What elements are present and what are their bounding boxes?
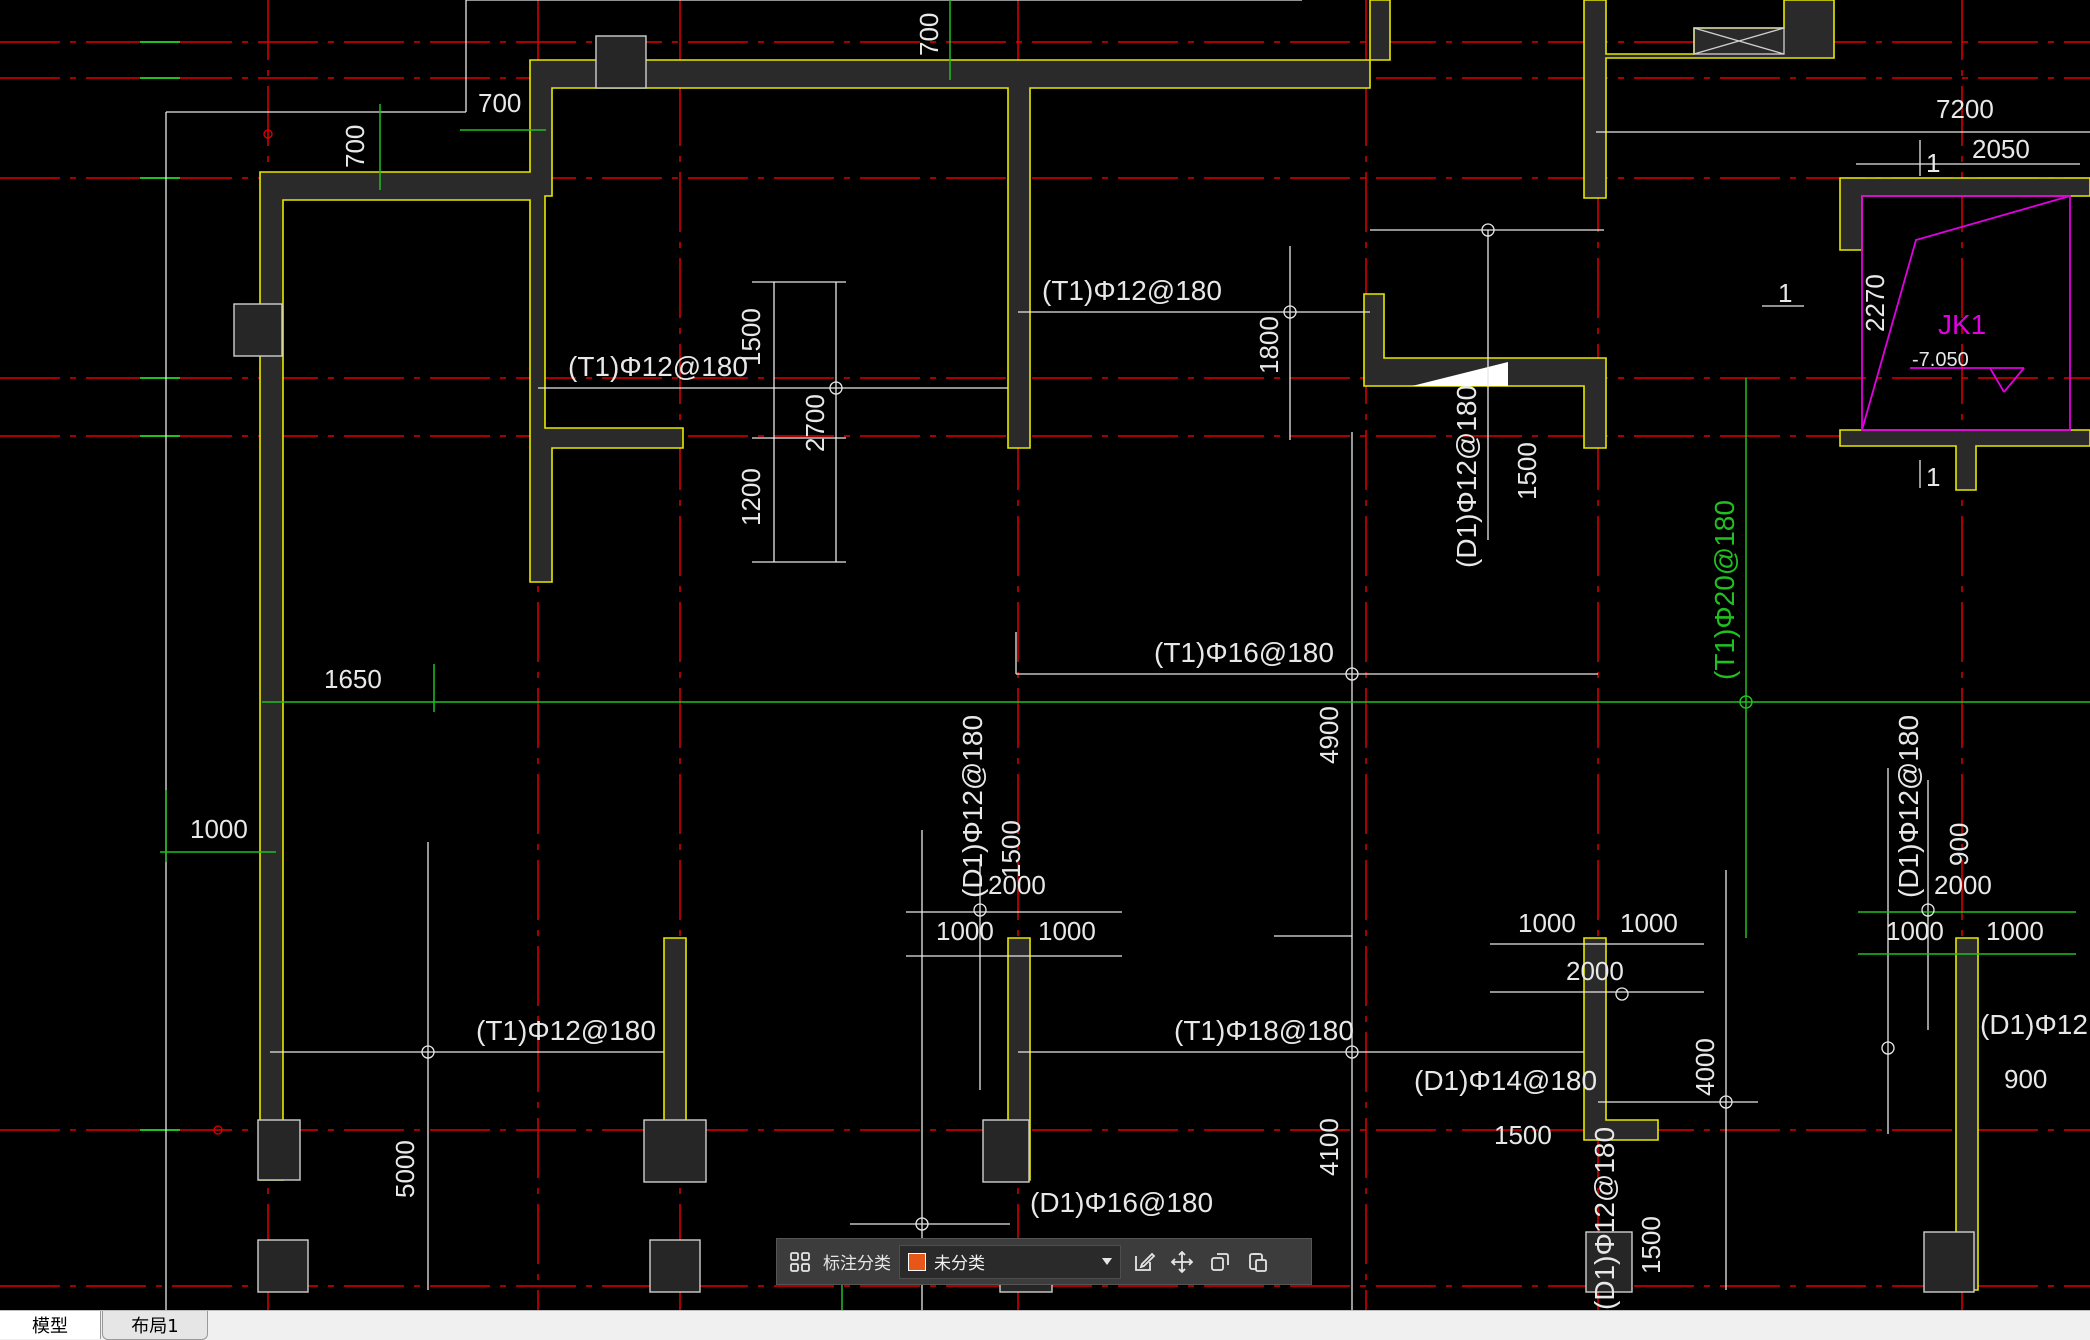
section-label-top: 1 — [1926, 148, 1940, 178]
dimension-lines — [165, 0, 2090, 1310]
section-marks — [1762, 140, 1921, 488]
dim-1500-b: 1500 — [1512, 442, 1542, 500]
rebar-label-12: (D1)Φ12@180 — [1893, 715, 1924, 898]
axis-ticks — [140, 41, 180, 1131]
green-dimensions — [160, 0, 2090, 1310]
opening-symbol — [1693, 27, 1785, 55]
layout-tab-bar: 模型 布局1 — [0, 1310, 2090, 1340]
green-dim-texts: 1650 1000 1000 1000 — [190, 664, 2044, 946]
rebar-label-5: (T1)Φ20@180 — [1709, 500, 1740, 680]
copy-icon[interactable] — [1205, 1247, 1235, 1277]
leader-point-green — [1739, 695, 1753, 709]
dim-2000-a: 2000 — [988, 870, 1046, 900]
dim-700-left: 700 — [478, 88, 521, 118]
rebar-label-2: (T1)Φ12@180 — [1042, 275, 1222, 306]
dim-1500-a: 1500 — [736, 308, 766, 366]
dim-1000-f: 1000 — [1986, 916, 2044, 946]
rebar-label-3: (D1)Φ12@180 — [1451, 385, 1482, 568]
dim-1000-left: 1000 — [190, 814, 248, 844]
dim-2000-c: 2000 — [1934, 870, 1992, 900]
dim-1000-c: 1000 — [1518, 908, 1576, 938]
dim-5000: 5000 — [390, 1140, 420, 1198]
drawing-canvas[interactable]: 700 700 700 7200 2050 2270 1800 1500 270… — [0, 0, 2090, 1310]
rebar-label-8: (T1)Φ18@180 — [1174, 1015, 1354, 1046]
dim-1650: 1650 — [324, 664, 382, 694]
category-dropdown[interactable]: 未分类 — [899, 1244, 1121, 1279]
pit-elevation: -7.050 — [1912, 349, 1969, 371]
dim-1800: 1800 — [1254, 316, 1284, 374]
rebar-label-11: (D1)Φ12@180 — [1589, 1127, 1620, 1310]
dim-1500-d: 1500 — [1494, 1120, 1552, 1150]
rebar-label-13: (D1)Φ12@ — [1980, 1009, 2090, 1040]
dim-1200: 1200 — [736, 468, 766, 526]
dim-1500-e: 1500 — [1636, 1216, 1666, 1274]
leader-points — [213, 129, 1935, 1231]
tab-model-label: 模型 — [32, 1316, 68, 1337]
dim-1000-b: 1000 — [1038, 916, 1096, 946]
dim-1000-e: 1000 — [1886, 916, 1944, 946]
grid-icon[interactable] — [785, 1247, 815, 1277]
dim-1000-d: 1000 — [1620, 908, 1678, 938]
tab-layout1-label: 布局1 — [131, 1316, 179, 1337]
dim-texts: 700 700 700 7200 2050 2270 1800 1500 270… — [340, 13, 2047, 1274]
rebar-label-4: (T1)Φ16@180 — [1154, 637, 1334, 668]
dim-2700: 2700 — [800, 394, 830, 452]
step-fill — [1412, 362, 1508, 386]
rebar-label-6: (D1)Φ12@180 — [957, 715, 988, 898]
category-value: 未分类 — [934, 1254, 985, 1274]
paste-icon[interactable] — [1243, 1247, 1273, 1277]
dim-900-a: 900 — [1944, 823, 1974, 866]
rebar-label-10: (D1)Φ16@180 — [1030, 1187, 1213, 1218]
category-color-swatch — [908, 1252, 926, 1271]
section-label-bottom: 1 — [1926, 462, 1940, 492]
dim-2000-b: 2000 — [1566, 956, 1624, 986]
dim-900-b: 900 — [2004, 1064, 2047, 1094]
rebar-texts: (T1)Φ12@180 (T1)Φ12@180 (D1)Φ12@180 (T1)… — [476, 275, 2090, 1310]
tab-layout1[interactable]: 布局1 — [102, 1311, 208, 1340]
rebar-label-9: (D1)Φ14@180 — [1414, 1065, 1597, 1096]
dim-700-top: 700 — [914, 13, 944, 56]
dim-1500-c: 1500 — [996, 820, 1026, 878]
dim-4000: 4000 — [1690, 1038, 1720, 1096]
tab-model[interactable]: 模型 — [0, 1311, 101, 1339]
category-label: 标注分类 — [823, 1254, 891, 1274]
dim-4900: 4900 — [1314, 706, 1344, 764]
move-icon[interactable] — [1167, 1247, 1197, 1277]
section-labels: 1 1 1 — [1778, 148, 1940, 492]
edit-icon[interactable] — [1129, 1247, 1159, 1277]
dim-2270: 2270 — [1860, 274, 1890, 332]
pit-name: JK1 — [1938, 309, 1986, 340]
dim-4100: 4100 — [1314, 1118, 1344, 1176]
rebar-label-1: (T1)Φ12@180 — [568, 351, 748, 382]
dim-1000-a: 1000 — [936, 916, 994, 946]
section-label-mark: 1 — [1778, 278, 1792, 308]
annotation-toolbar: 标注分类 未分类 — [776, 1238, 1312, 1285]
dim-700-left2: 700 — [340, 125, 370, 168]
dim-2050: 2050 — [1972, 134, 2030, 164]
dropdown-arrow-icon — [1102, 1257, 1112, 1265]
rebar-label-7: (T1)Φ12@180 — [476, 1015, 656, 1046]
pit-jk1 — [1861, 195, 2071, 431]
dim-7200: 7200 — [1936, 94, 1994, 124]
